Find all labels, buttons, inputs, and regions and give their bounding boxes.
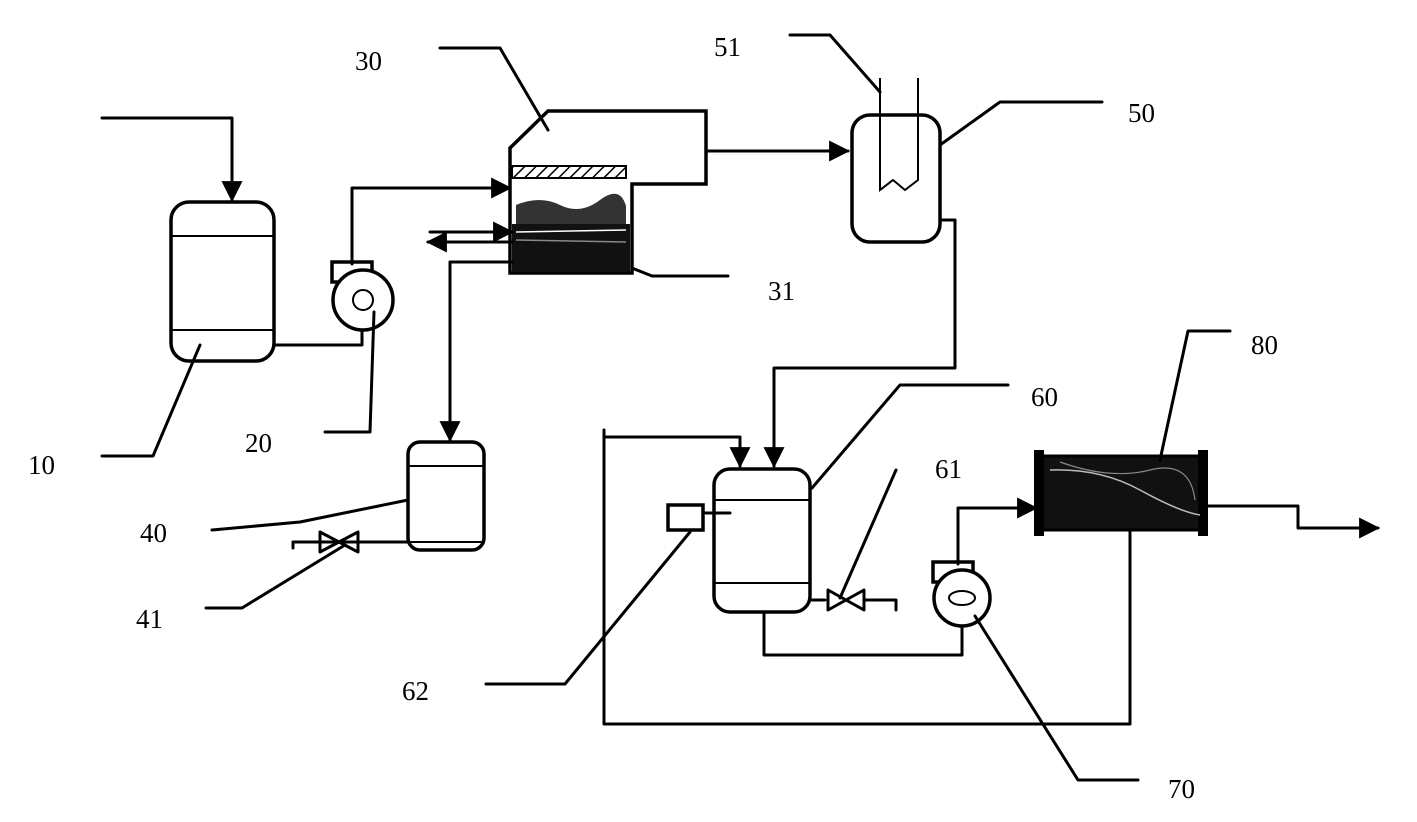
line-reactor-30-to-tank-40 bbox=[439, 260, 514, 443]
filter-80 bbox=[1034, 450, 1208, 536]
label-70: 70 bbox=[1168, 774, 1195, 804]
label-10: 10 bbox=[28, 450, 55, 480]
label-61: 61 bbox=[935, 454, 962, 484]
filter-80-outlet-line bbox=[1206, 504, 1381, 539]
instrument-62 bbox=[666, 503, 732, 532]
line-tank-40-to-valve-41 bbox=[291, 540, 410, 550]
leader-lines bbox=[100, 33, 1232, 782]
label-80: 80 bbox=[1251, 330, 1278, 360]
label-30: 30 bbox=[355, 46, 382, 76]
pump-20 bbox=[330, 260, 395, 332]
condenser-50 bbox=[850, 78, 942, 244]
label-50: 50 bbox=[1128, 98, 1155, 128]
line-tank-60-drain-to-valve-61 bbox=[808, 598, 898, 612]
line-condenser-50-to-tank-60 bbox=[763, 218, 957, 469]
pump-70 bbox=[931, 560, 992, 628]
feed-inlet-line-10 bbox=[100, 116, 243, 203]
label-41: 41 bbox=[136, 604, 163, 634]
valve-61 bbox=[826, 588, 866, 612]
reactor-30 bbox=[508, 109, 708, 275]
tank-60 bbox=[712, 467, 812, 614]
label-60: 60 bbox=[1031, 382, 1058, 412]
recycle-line-filter-80-to-tank-60 bbox=[602, 435, 1132, 726]
line-pump-70-to-filter-80 bbox=[956, 497, 1039, 566]
label-40: 40 bbox=[140, 518, 167, 548]
tank-10 bbox=[169, 200, 276, 363]
label-20: 20 bbox=[245, 428, 272, 458]
label-62: 62 bbox=[402, 676, 429, 706]
line-tank-60-to-pump-70 bbox=[762, 610, 964, 657]
line-pump-20-to-reactor-30 bbox=[350, 177, 513, 266]
tank-40 bbox=[406, 440, 486, 552]
label-31: 31 bbox=[768, 276, 795, 306]
label-51: 51 bbox=[714, 32, 741, 62]
